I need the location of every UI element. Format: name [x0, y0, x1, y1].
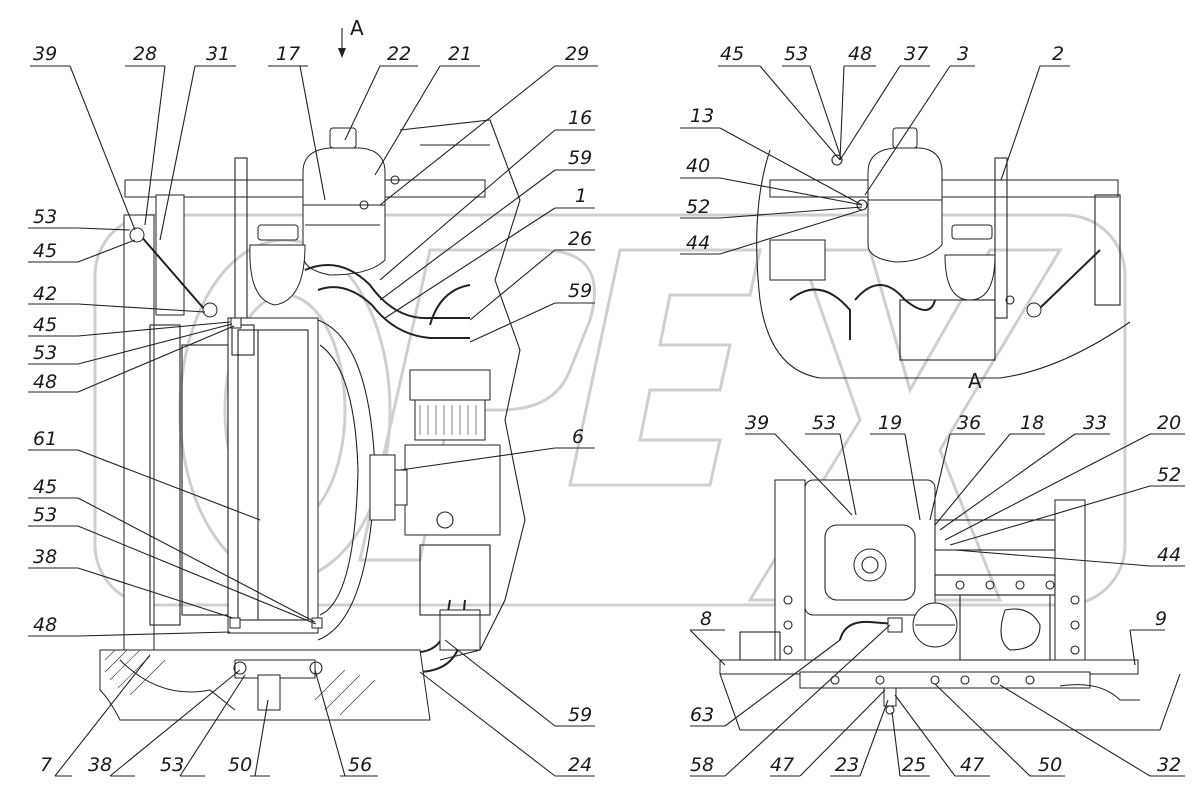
callout-number: 37: [904, 43, 928, 65]
callout-number: 56: [348, 754, 372, 776]
callout-number: 31: [206, 43, 230, 65]
callout-number: 59: [568, 704, 592, 726]
callout-number: 36: [957, 412, 981, 434]
callout-number: 50: [228, 754, 252, 776]
callout-number: 39: [745, 412, 769, 434]
callout-number: 48: [33, 614, 57, 636]
callout-number: 9: [1155, 608, 1167, 630]
callout-number: 21: [448, 43, 472, 65]
callout-number: 32: [1157, 754, 1181, 776]
callout-number: 42: [33, 283, 57, 305]
callout-number: 23: [835, 754, 859, 776]
callout-number: 1: [575, 185, 587, 207]
callout-number: 6: [572, 426, 584, 448]
callout-number: 24: [568, 754, 592, 776]
callout-number: 45: [33, 314, 57, 336]
callout-number: 44: [1157, 544, 1181, 566]
callout-number: 52: [686, 196, 710, 218]
callout-number: 33: [1083, 412, 1107, 434]
callout-number: 53: [33, 206, 57, 228]
callout-number: 58: [690, 754, 714, 776]
callout-number: 38: [88, 754, 112, 776]
callout-number: 47: [960, 754, 984, 776]
callout-number: 61: [33, 428, 57, 450]
callout-number: 20: [1157, 412, 1181, 434]
callout-number: 19: [878, 412, 902, 434]
callout-number: 50: [1038, 754, 1062, 776]
callout-number: 29: [565, 43, 589, 65]
callout-number: 40: [686, 155, 710, 177]
callout-number: 38: [33, 546, 57, 568]
callout-number: 53: [160, 754, 184, 776]
section-a-label: А: [968, 369, 982, 393]
callout-number: 45: [33, 476, 57, 498]
callout-number: 53: [33, 342, 57, 364]
callout-number: 25: [902, 754, 926, 776]
leader-lines: [28, 65, 1185, 777]
callout-number: 47: [770, 754, 794, 776]
callout-number: 45: [720, 43, 744, 65]
callout-number: 7: [40, 754, 52, 776]
view-a-label: А: [350, 16, 364, 40]
callout-number: 17: [276, 43, 300, 65]
callout-number: 22: [387, 43, 411, 65]
callout-number: 53: [784, 43, 808, 65]
callout-number: 8: [700, 608, 712, 630]
right-view-callouts: 45 53 48 37 3 2 13 40 52 44: [686, 43, 1064, 254]
callout-number: 53: [33, 504, 57, 526]
callout-number: 39: [33, 43, 57, 65]
callout-number: 18: [1020, 412, 1044, 434]
section-view-callouts: 39 53 19 36 18 33 20 52 44 8 9 63 58 47 …: [690, 412, 1181, 776]
callout-number: 2: [1052, 43, 1064, 65]
callout-number: 59: [568, 147, 592, 169]
callout-number: 63: [690, 704, 714, 726]
callout-number: 13: [690, 105, 714, 127]
callout-number: 52: [1157, 464, 1181, 486]
callout-number: 16: [568, 107, 592, 129]
callout-number: 53: [812, 412, 836, 434]
section-view-a: [719, 479, 1181, 731]
callout-number: 45: [33, 240, 57, 262]
callout-number: 26: [568, 228, 592, 250]
right-top-view: [756, 127, 1131, 379]
left-view: [99, 28, 526, 721]
callout-number: 28: [133, 43, 157, 65]
callout-number: 48: [848, 43, 872, 65]
callout-number: 3: [957, 43, 969, 65]
callout-number: 48: [33, 371, 57, 393]
callout-number: 59: [568, 280, 592, 302]
left-view-callouts: 39 28 31 17 22 21 29 53 45 42 45 53 48 6…: [33, 43, 592, 776]
callout-number: 44: [686, 232, 710, 254]
